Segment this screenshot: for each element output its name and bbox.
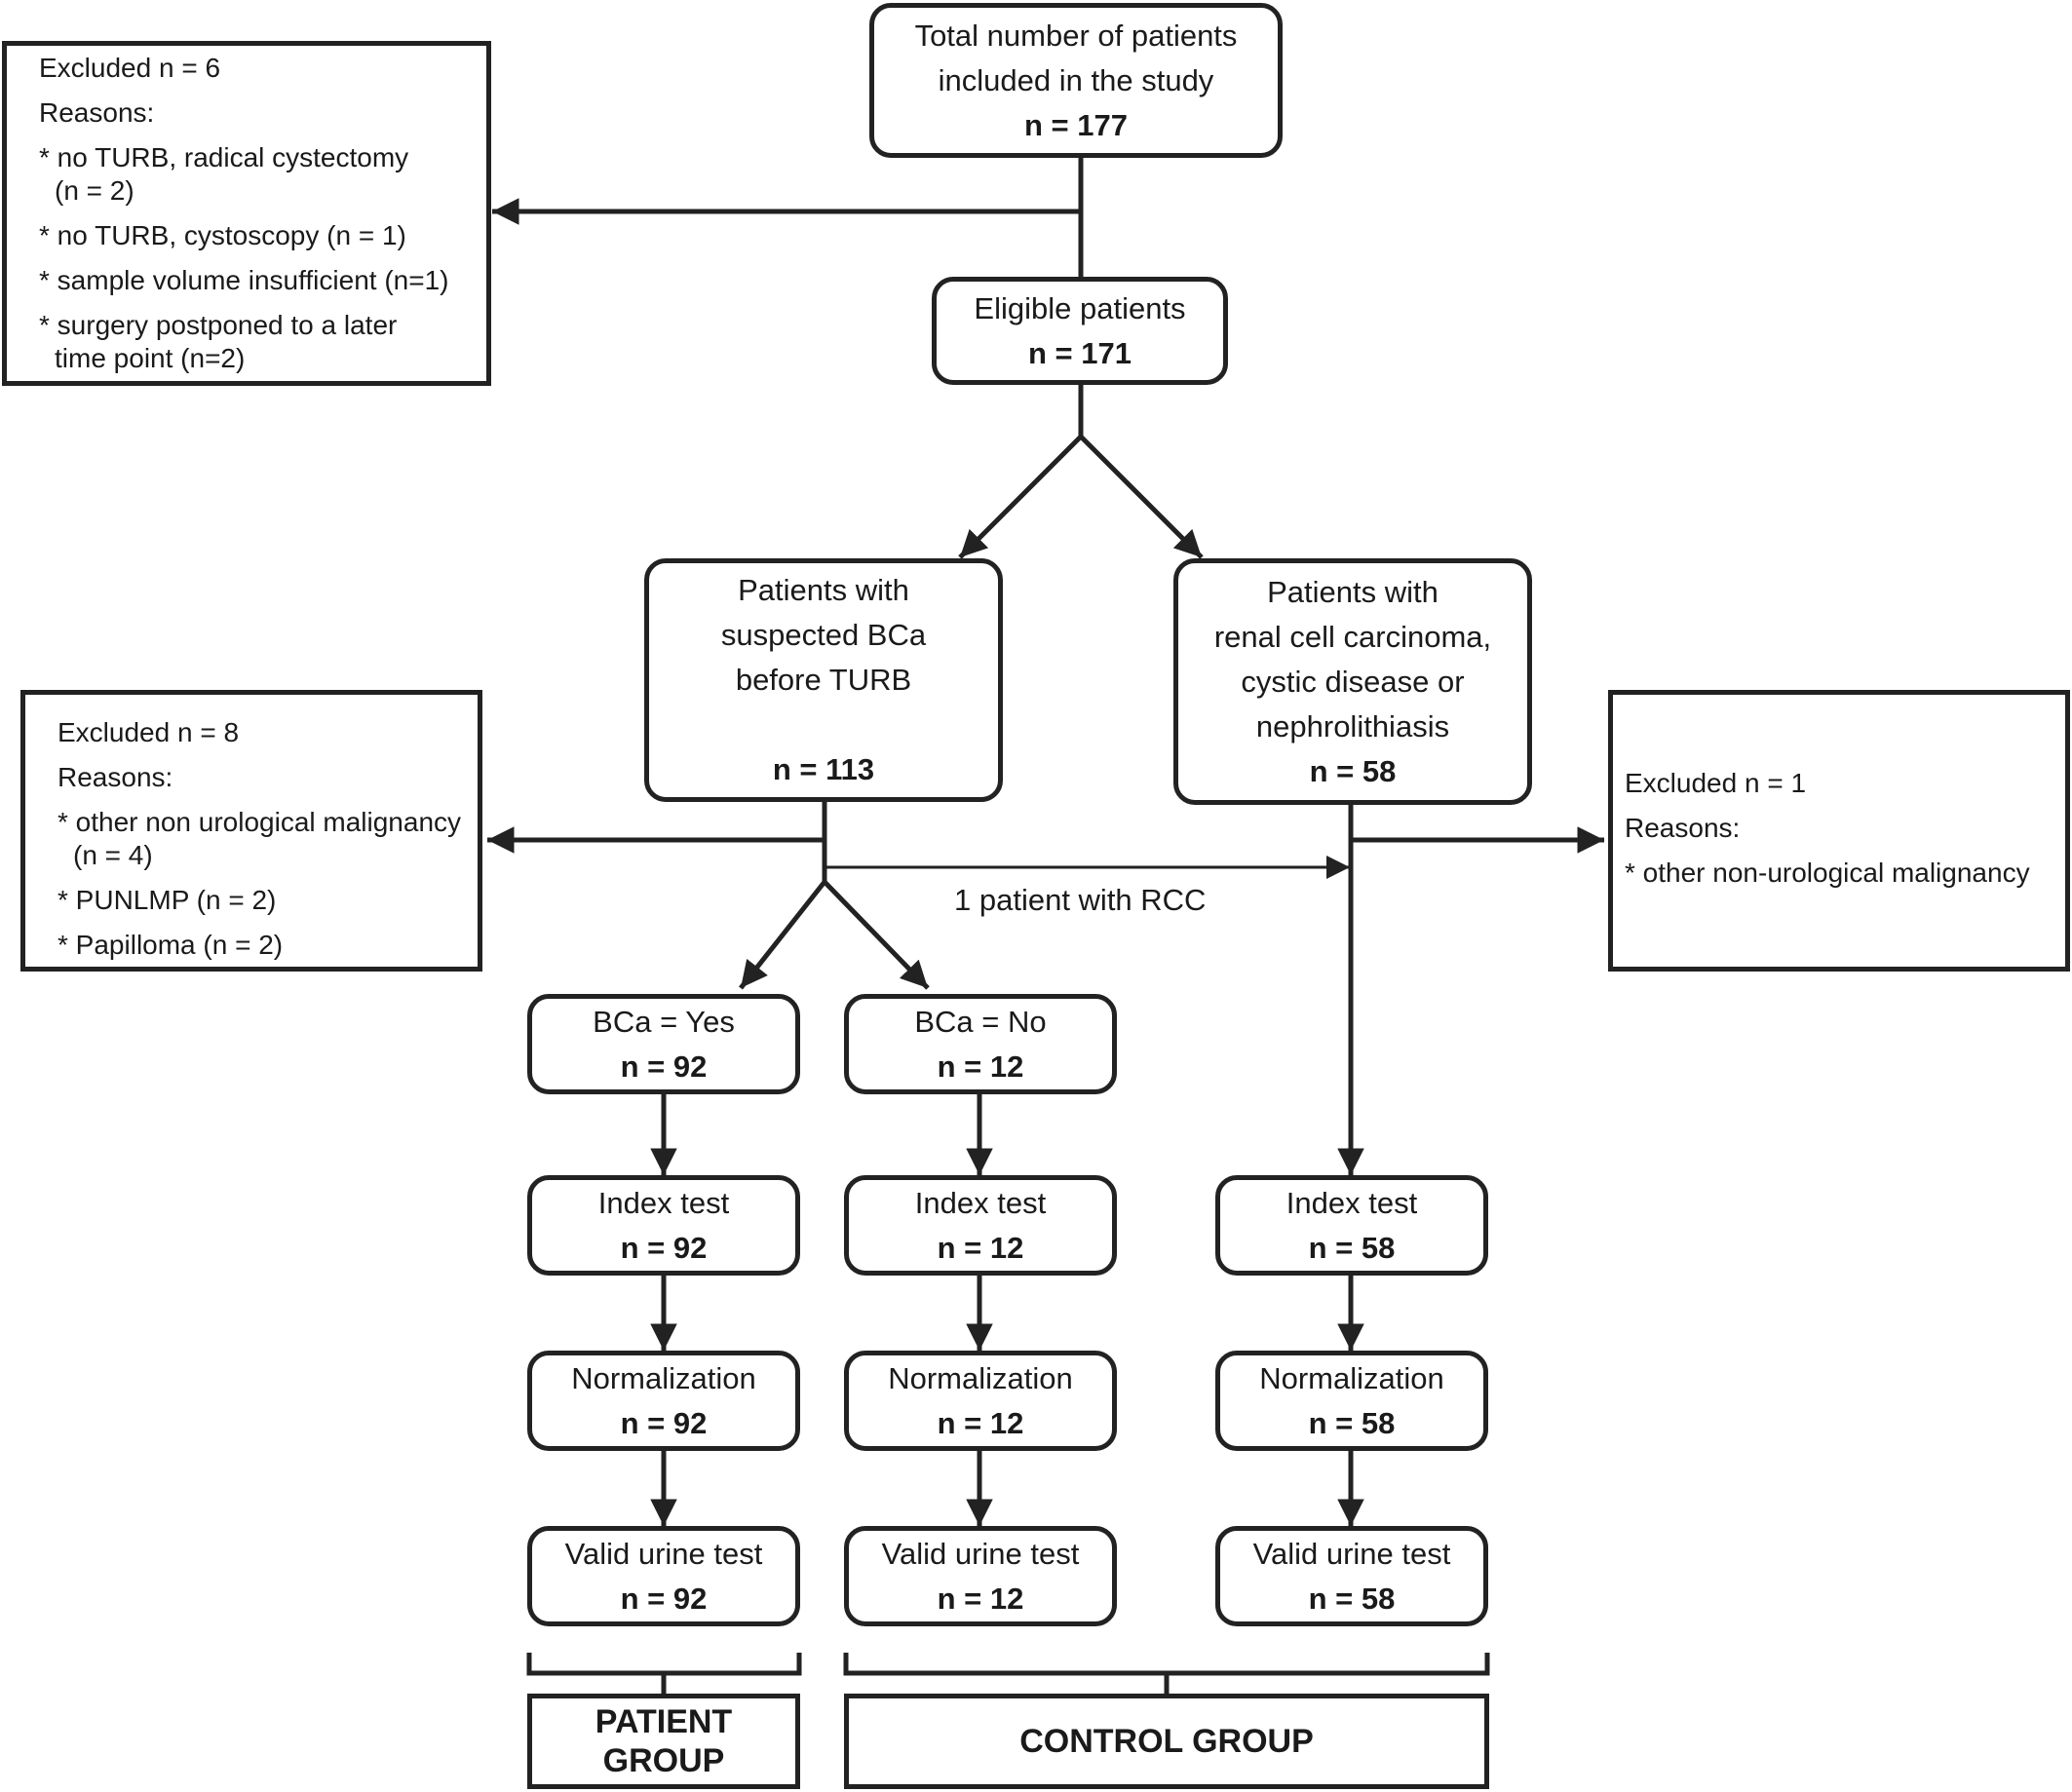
renal-line2: renal cell carcinoma, [1213,619,1492,654]
normalization-label: Normalization [888,1360,1073,1395]
excluded-top-reason: * surgery postponed to a later time poin… [39,310,398,373]
bca-yes-count: n = 92 [620,1049,708,1084]
bca-no-label: BCa = No [914,1004,1047,1039]
excluded-right-reason: * other non-urological malignancy [1625,858,2030,888]
valid-urine-test-label: Valid urine test [1252,1536,1451,1571]
rcc-transfer-label: 1 patient with RCC [954,883,1207,917]
normalization-count: n = 58 [1308,1405,1396,1440]
excluded-top-box: Excluded n = 6 Reasons: * no TURB, radic… [2,41,491,386]
control-group-box: CONTROL GROUP [844,1694,1489,1789]
bca-no-count: n = 12 [937,1049,1024,1084]
patient-group-line1: PATIENT [595,1703,733,1740]
index-test-label: Index test [1285,1185,1418,1220]
suspected-line2: suspected BCa [720,618,927,652]
excluded-top-reasons-label: Reasons: [39,97,155,128]
renal-line3: cystic disease or [1241,664,1465,699]
arrow-to-suspected [958,435,1083,559]
arrow-to-bca-no [823,880,930,990]
bca-no-box: BCa = No n = 12 [844,994,1117,1094]
valid-urine-test-box: Valid urine test n = 92 [527,1526,800,1626]
excluded-right-reasons-label: Reasons: [1625,813,1741,843]
renal-line1: Patients with [1267,574,1439,609]
index-test-box: Index test n = 12 [844,1175,1117,1276]
excluded-right-box: Excluded n = 1 Reasons: * other non-urol… [1608,690,2070,972]
renal-line4: nephrolithiasis [1255,708,1450,743]
normalization-box: Normalization n = 92 [527,1351,800,1451]
bca-yes-box: BCa = Yes n = 92 [527,994,800,1094]
valid-urine-test-count: n = 58 [1308,1581,1396,1616]
suspected-count: n = 113 [772,752,875,786]
renal-disease-box: Patients with renal cell carcinoma, cyst… [1173,558,1532,805]
index-test-count: n = 92 [620,1230,708,1265]
excluded-top-reason: * no TURB, radical cystectomy (n = 2) [39,142,409,206]
eligible-count: n = 171 [1028,335,1132,370]
patient-group-box: PATIENT GROUP [527,1694,800,1789]
eligible-patients-box: Eligible patients n = 171 [932,277,1228,385]
index-test-box: Index test n = 58 [1215,1175,1488,1276]
control-group-label: CONTROL GROUP [1019,1723,1314,1760]
total-count: n = 177 [1024,107,1128,142]
index-test-label: Index test [597,1185,730,1220]
eligible-line1: Eligible patients [974,290,1186,325]
suspected-line3: before TURB [735,663,912,697]
normalization-count: n = 12 [937,1405,1024,1440]
normalization-label: Normalization [1259,1360,1444,1395]
normalization-box: Normalization n = 12 [844,1351,1117,1451]
bracket-patient-group [526,1653,802,1676]
index-test-count: n = 58 [1308,1230,1396,1265]
index-test-count: n = 12 [937,1230,1024,1265]
normalization-label: Normalization [571,1360,756,1395]
valid-urine-test-box: Valid urine test n = 12 [844,1526,1117,1626]
normalization-count: n = 92 [620,1405,708,1440]
patient-group-line2: GROUP [602,1742,725,1779]
valid-urine-test-count: n = 12 [937,1581,1024,1616]
arrow-to-renal [1079,435,1204,559]
valid-urine-test-count: n = 92 [620,1581,708,1616]
excluded-left-box: Excluded n = 8 Reasons: * other non urol… [20,690,482,972]
valid-urine-test-label: Valid urine test [881,1536,1080,1571]
excluded-left-title: Excluded n = 8 [58,717,240,747]
index-test-label: Index test [914,1185,1047,1220]
valid-urine-test-label: Valid urine test [564,1536,763,1571]
excluded-top-reason: * sample volume insufficient (n=1) [39,265,449,295]
arrow-to-bca-yes [739,880,826,990]
excluded-right-title: Excluded n = 1 [1625,768,1807,798]
normalization-box: Normalization n = 58 [1215,1351,1488,1451]
valid-urine-test-box: Valid urine test n = 58 [1215,1526,1488,1626]
suspected-line1: Patients with [738,573,909,607]
total-patients-box: Total number of patients included in the… [869,3,1283,158]
excluded-top-title: Excluded n = 6 [39,53,221,83]
excluded-left-reasons-label: Reasons: [58,762,173,792]
excluded-top-reason: * no TURB, cystoscopy (n = 1) [39,220,406,250]
bca-yes-label: BCa = Yes [593,1004,735,1039]
bracket-control-group [843,1653,1490,1676]
total-line2: included in the study [938,62,1214,97]
total-line1: Total number of patients [914,18,1238,53]
renal-count: n = 58 [1309,753,1397,788]
suspected-bca-box: Patients with suspected BCa before TURB … [644,558,1003,802]
excluded-left-reason: * other non urological malignancy (n = 4… [58,807,462,870]
excluded-left-reason: * Papilloma (n = 2) [58,930,284,960]
index-test-box: Index test n = 92 [527,1175,800,1276]
excluded-left-reason: * PUNLMP (n = 2) [58,885,277,915]
